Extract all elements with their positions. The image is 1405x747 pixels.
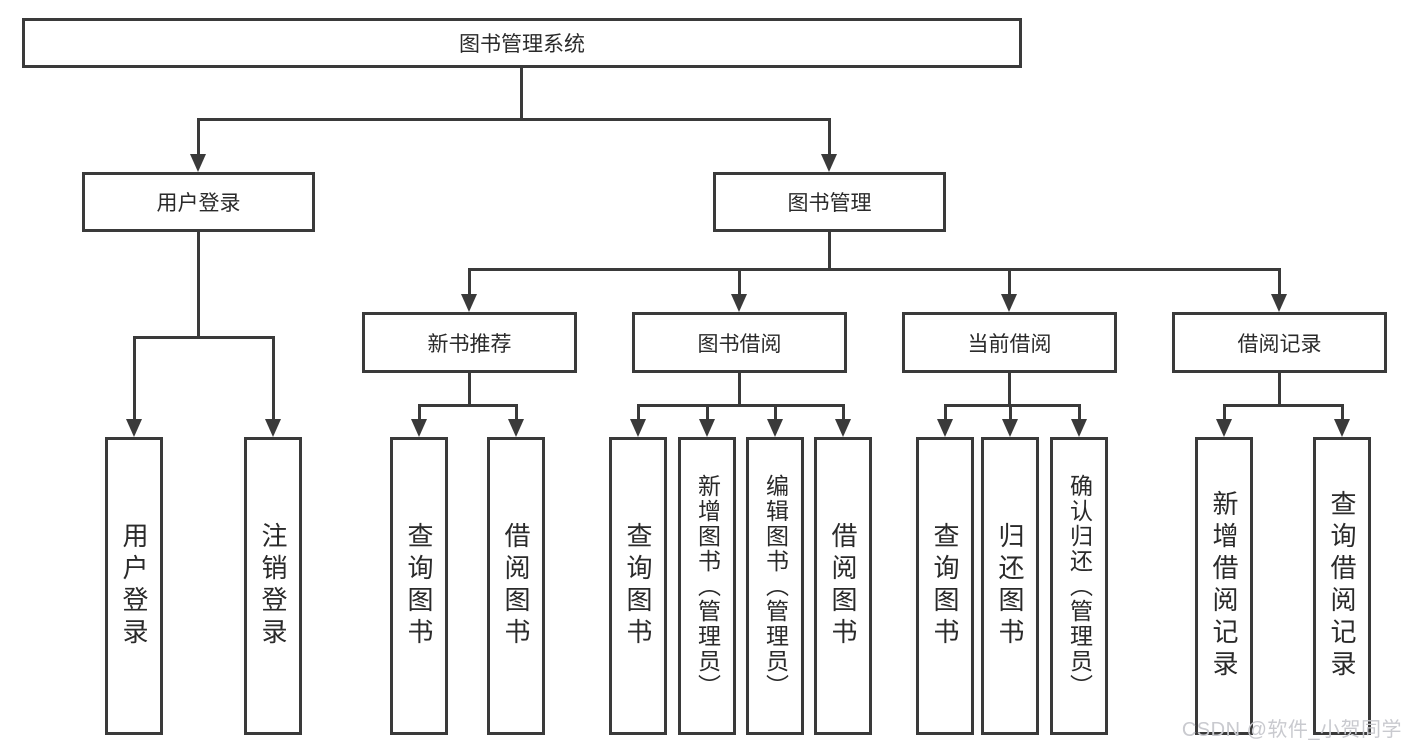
leaf-borrow-books: 借阅图书 <box>487 437 545 735</box>
connector-hline <box>637 404 845 407</box>
arrowhead-down <box>835 419 851 437</box>
arrowhead-down <box>937 419 953 437</box>
connector-vline <box>197 232 200 338</box>
connector-vline <box>1009 404 1012 421</box>
connector-vline <box>842 404 845 421</box>
node-label: 归还图书 <box>995 522 1025 650</box>
connector-vline <box>738 268 741 296</box>
arrowhead-down <box>190 154 206 172</box>
arrowhead-down <box>126 419 142 437</box>
node-label: 新书推荐 <box>427 332 512 356</box>
leaf-add-books-admin: 新增图书（管理员） <box>678 437 736 735</box>
connector-vline <box>197 118 200 156</box>
leaf-return-books: 归还图书 <box>981 437 1039 735</box>
arrowhead-down <box>731 294 747 312</box>
leaf-confirm-return-admin: 确认归还（管理员） <box>1050 437 1108 735</box>
connector-vline <box>828 118 831 156</box>
node-label: 图书管理系统 <box>459 33 585 56</box>
node-label: 当前借阅 <box>967 332 1052 356</box>
connector-hline <box>418 404 518 407</box>
leaf-query-borrow-record: 查询借阅记录 <box>1313 437 1371 735</box>
arrowhead-down <box>1001 294 1017 312</box>
leaf-borrow-books-2: 借阅图书 <box>814 437 872 735</box>
connector-vline <box>1278 373 1281 406</box>
arrowhead-down <box>767 419 783 437</box>
connector-hline <box>197 118 831 121</box>
leaf-query-books-3: 查询图书 <box>916 437 974 735</box>
leaf-query-books-2: 查询图书 <box>609 437 667 735</box>
node-label: 注销登录 <box>258 522 288 650</box>
connector-vline <box>944 404 947 421</box>
leaf-add-borrow-record: 新增借阅记录 <box>1195 437 1253 735</box>
node-label: 借阅记录 <box>1237 332 1322 356</box>
arrowhead-down <box>1071 419 1087 437</box>
node-label: 查询借阅记录 <box>1327 490 1357 682</box>
connector-hline <box>133 336 275 339</box>
connector-vline <box>1223 404 1226 421</box>
node-label: 查询图书 <box>623 522 653 650</box>
node-label: 新增借阅记录 <box>1209 490 1239 682</box>
connector-vline <box>1008 268 1011 296</box>
node-label: 图书借阅 <box>697 332 782 356</box>
connector-vline <box>706 404 709 421</box>
node-library-system: 图书管理系统 <box>22 18 1022 68</box>
node-label: 用户登录 <box>119 522 149 650</box>
node-book-management: 图书管理 <box>713 172 946 232</box>
arrowhead-down <box>1334 419 1350 437</box>
arrowhead-down <box>461 294 477 312</box>
node-current-borrowing: 当前借阅 <box>902 312 1117 373</box>
connector-vline <box>515 404 518 421</box>
leaf-user-login: 用户登录 <box>105 437 163 735</box>
leaf-logout: 注销登录 <box>244 437 302 735</box>
node-book-borrowing: 图书借阅 <box>632 312 847 373</box>
connector-vline <box>468 268 471 296</box>
node-label: 新增图书（管理员） <box>694 473 721 699</box>
node-label: 确认归还（管理员） <box>1066 473 1093 699</box>
node-label: 图书管理 <box>787 192 872 215</box>
arrowhead-down <box>699 419 715 437</box>
node-new-book-recommendation: 新书推荐 <box>362 312 577 373</box>
connector-vline <box>738 373 741 406</box>
arrowhead-down <box>1271 294 1287 312</box>
node-label: 编辑图书（管理员） <box>762 473 789 699</box>
connector-vline <box>1278 268 1281 296</box>
connector-vline <box>468 373 471 406</box>
arrowhead-down <box>1216 419 1232 437</box>
arrowhead-down <box>630 419 646 437</box>
node-user-login: 用户登录 <box>82 172 315 232</box>
connector-vline <box>1341 404 1344 421</box>
node-label: 查询图书 <box>930 522 960 650</box>
arrowhead-down <box>265 419 281 437</box>
leaf-query-books: 查询图书 <box>390 437 448 735</box>
connector-hline <box>1223 404 1344 407</box>
node-label: 借阅图书 <box>501 522 531 650</box>
arrowhead-down <box>821 154 837 172</box>
connector-vline <box>133 336 136 421</box>
connector-vline <box>520 68 523 120</box>
connector-vline <box>272 336 275 421</box>
leaf-edit-books-admin: 编辑图书（管理员） <box>746 437 804 735</box>
connector-hline <box>944 404 1081 407</box>
connector-hline <box>468 268 1281 271</box>
connector-vline <box>1008 373 1011 406</box>
connector-vline <box>418 404 421 421</box>
arrowhead-down <box>1002 419 1018 437</box>
connector-vline <box>1078 404 1081 421</box>
connector-vline <box>774 404 777 421</box>
node-label: 用户登录 <box>156 192 241 215</box>
connector-vline <box>637 404 640 421</box>
node-borrowing-records: 借阅记录 <box>1172 312 1387 373</box>
arrowhead-down <box>508 419 524 437</box>
node-label: 查询图书 <box>404 522 434 650</box>
node-label: 借阅图书 <box>828 522 858 650</box>
connector-vline <box>828 232 831 270</box>
arrowhead-down <box>411 419 427 437</box>
